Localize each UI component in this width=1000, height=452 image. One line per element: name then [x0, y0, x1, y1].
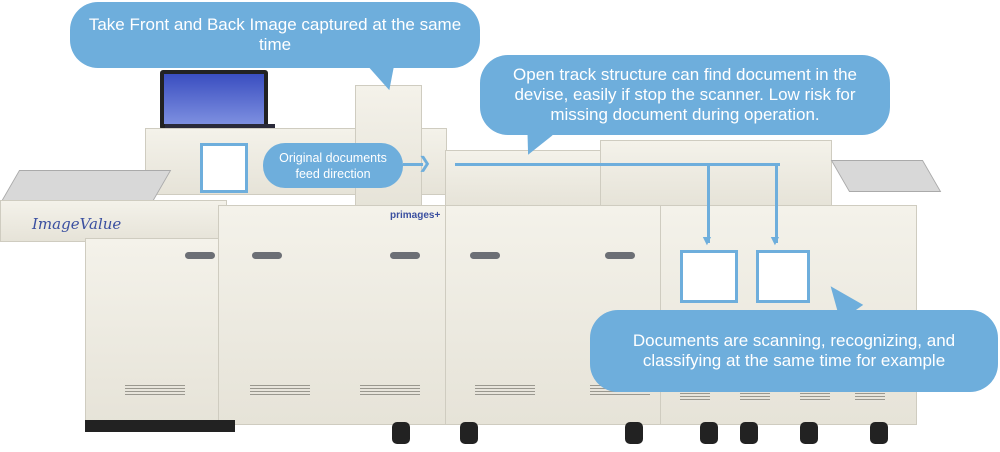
callout-text: Take Front and Back Image captured at th…: [88, 15, 462, 54]
arrow-down-icon: ▼: [768, 232, 782, 248]
wheel: [392, 422, 410, 444]
wheel: [625, 422, 643, 444]
input-feeder-tray: [0, 170, 172, 202]
vent: [800, 390, 830, 402]
callout-text: Open track structure can find document i…: [513, 65, 857, 124]
vent: [475, 385, 535, 397]
base-left-front: [0, 200, 227, 242]
vent: [680, 390, 710, 402]
callout-classifying: Documents are scanning, recognizing, and…: [590, 310, 998, 392]
callout-feed-direction: Original documents feed direction: [263, 143, 403, 188]
pocket-module-top: [600, 140, 832, 207]
arrow-down-icon: ▼: [700, 232, 714, 248]
feed-arrow-head: ❯: [418, 155, 432, 172]
vent: [740, 390, 770, 402]
vent: [125, 385, 185, 397]
vent: [250, 385, 310, 397]
vent: [360, 385, 420, 397]
vent: [855, 390, 885, 402]
door-handle[interactable]: [252, 252, 282, 259]
callout-text: Documents are scanning, recognizing, and…: [632, 331, 956, 370]
model-logo: primages+: [390, 210, 441, 221]
wheel: [740, 422, 758, 444]
document-icon-pocket-2: [756, 250, 810, 303]
wheel: [870, 422, 888, 444]
callout-text: Original documents feed direction: [279, 150, 387, 181]
wheel: [460, 422, 478, 444]
callout-front-back-image: Take Front and Back Image captured at th…: [70, 2, 480, 68]
track-line: [455, 163, 780, 166]
brand-logo: ImageValue: [32, 215, 122, 233]
callout-open-track: Open track structure can find document i…: [480, 55, 890, 135]
door-handle[interactable]: [605, 252, 635, 259]
wheel: [800, 422, 818, 444]
door-handle[interactable]: [390, 252, 420, 259]
door-handle[interactable]: [470, 252, 500, 259]
door-handle[interactable]: [185, 252, 215, 259]
document-icon-input: [200, 143, 248, 193]
wheel: [700, 422, 718, 444]
document-icon-pocket-1: [680, 250, 738, 303]
floor-strip: [85, 420, 235, 432]
pocket-arrow-2: [775, 163, 778, 243]
feed-arrow-line: [403, 163, 423, 166]
output-tray: [830, 160, 942, 192]
monitor: [160, 70, 268, 130]
pocket-arrow-1: [707, 163, 710, 243]
